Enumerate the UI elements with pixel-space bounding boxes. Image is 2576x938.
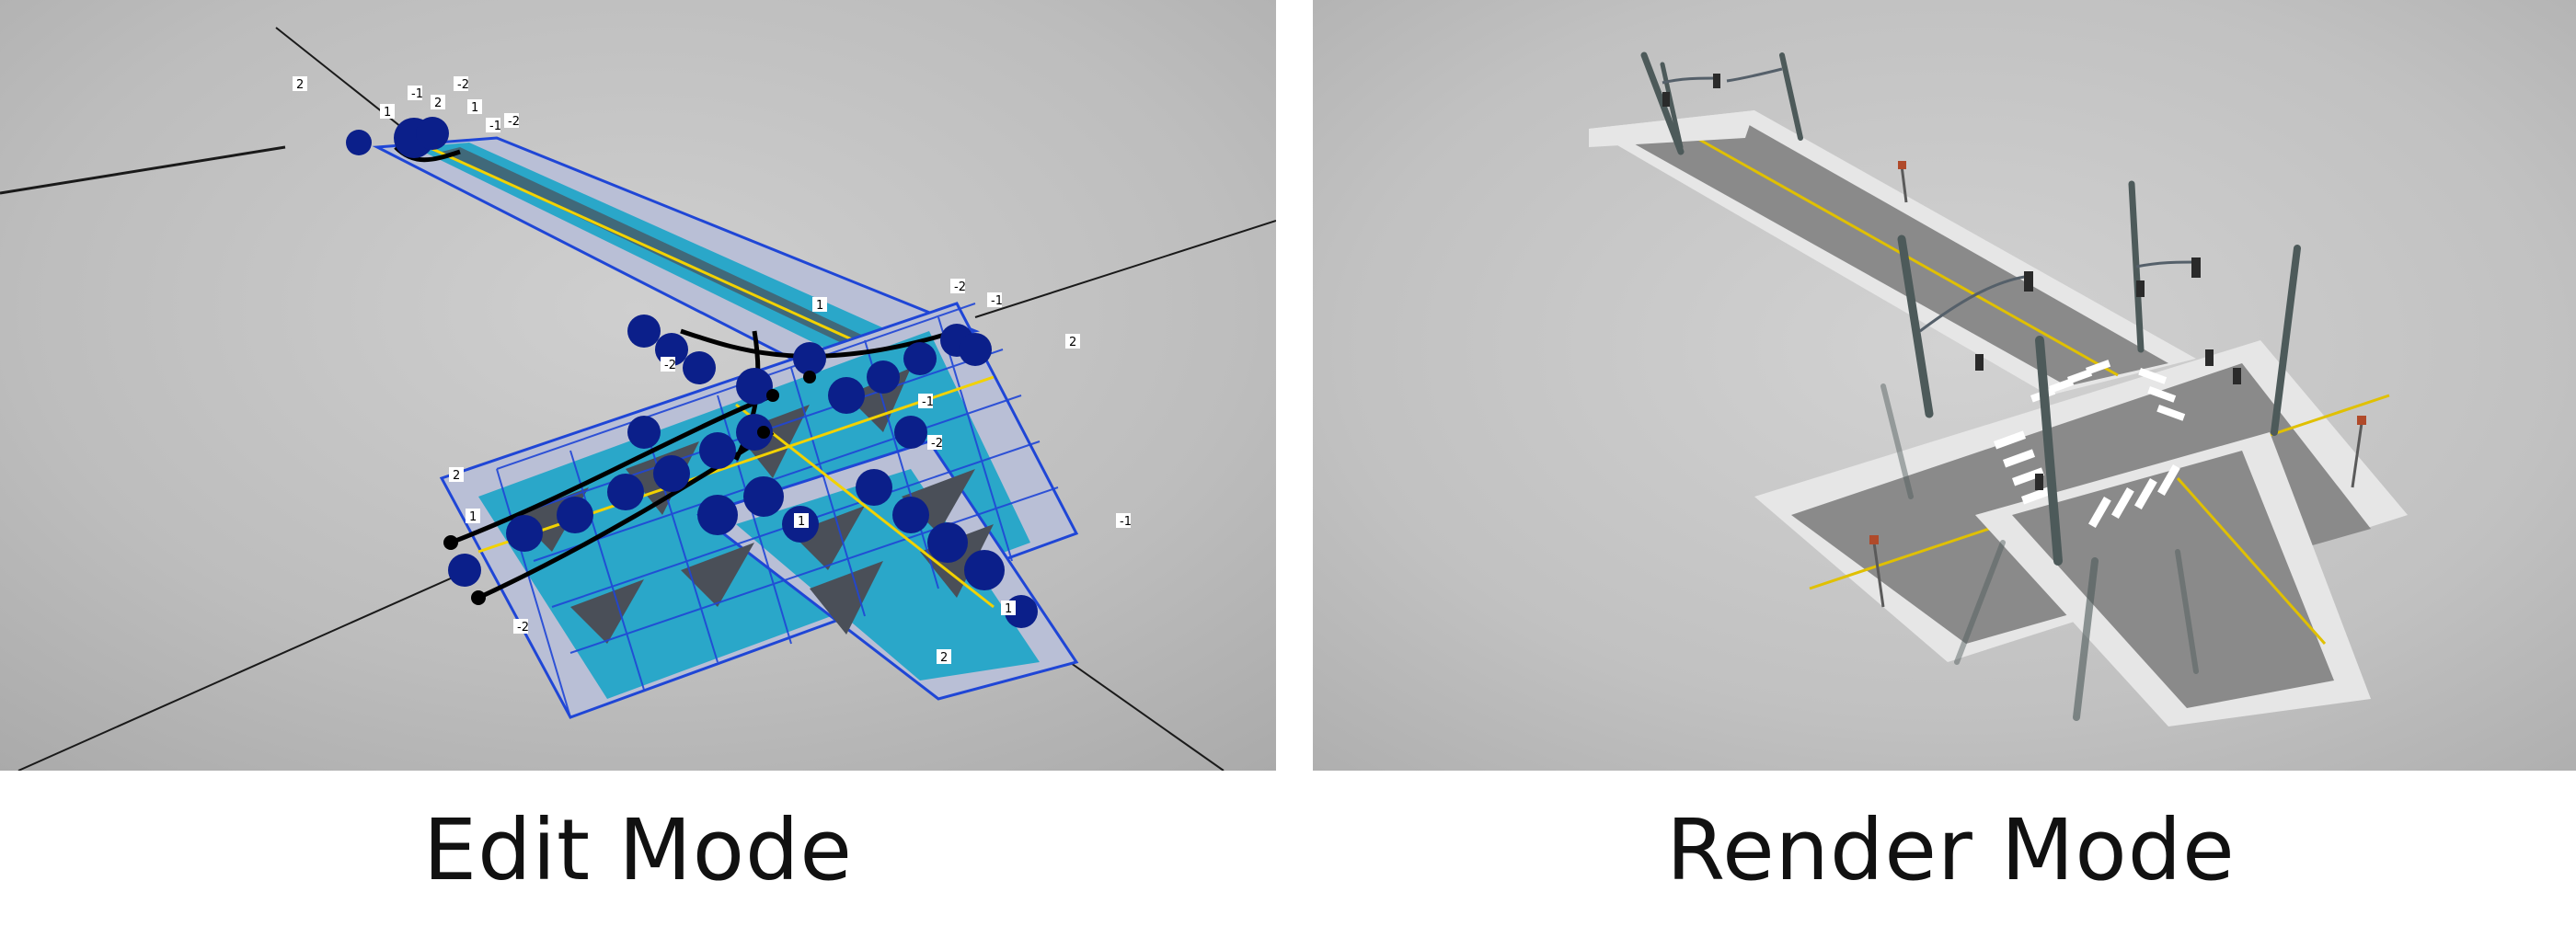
traffic-lights xyxy=(1662,74,2241,490)
lane-label: -2 xyxy=(664,359,676,372)
street-signs xyxy=(1869,161,2366,608)
lane-label: 2 xyxy=(940,651,948,665)
axis-line xyxy=(974,220,1276,318)
junction-dots xyxy=(443,371,816,605)
render-mode-viewport xyxy=(1313,0,2576,771)
lane-label: -1 xyxy=(411,87,423,101)
edit-mode-scene: 1 -1 2 -2 1 -1 2 -2 1 -1 2 -2 1 -2 2 -1 … xyxy=(0,0,1276,771)
lane-label: 1 xyxy=(469,510,477,524)
lane-label: -2 xyxy=(508,115,520,129)
lane-label: -2 xyxy=(954,280,966,294)
near-center-line xyxy=(735,403,995,609)
lane-label: -1 xyxy=(922,395,934,409)
far-asphalt xyxy=(1607,115,2168,386)
render-mode-scene xyxy=(1313,0,2576,771)
edit-mode-viewport: 1 -1 2 -2 1 -1 2 -2 1 -1 2 -2 1 -2 2 -1 … xyxy=(0,0,1276,771)
crosswalks xyxy=(1994,360,2186,528)
lane-label: -2 xyxy=(931,437,943,451)
lane-label: -1 xyxy=(489,120,501,133)
lane-label: -1 xyxy=(991,294,1003,308)
lane-label: 2 xyxy=(1069,336,1076,349)
far-center-line xyxy=(431,147,875,351)
lane-label: 2 xyxy=(434,97,442,110)
lane-label: 2 xyxy=(296,78,304,92)
lane-label: -2 xyxy=(517,621,529,635)
lane-label: 1 xyxy=(471,101,478,115)
lane-label: -2 xyxy=(457,78,469,92)
render-mode-caption: Render Mode xyxy=(1666,801,2236,899)
lane-label: 2 xyxy=(453,469,460,483)
far-center-line xyxy=(1666,120,2119,377)
lane-label: 1 xyxy=(384,106,391,120)
axis-line xyxy=(0,145,286,195)
lane-labels: 1 -1 2 -2 1 -1 2 -2 1 -1 2 -2 1 -2 2 -1 … xyxy=(293,76,1132,665)
axis-line xyxy=(17,569,470,771)
lane-label: 1 xyxy=(798,515,805,529)
signal-arms xyxy=(1662,67,2197,333)
lane-label: 1 xyxy=(816,299,823,313)
near-asphalt xyxy=(2012,451,2334,708)
edit-mode-caption: Edit Mode xyxy=(422,801,854,899)
near-center-line xyxy=(2176,477,2327,645)
lane-label: -1 xyxy=(1120,515,1132,529)
lane-label: 1 xyxy=(1005,602,1012,616)
